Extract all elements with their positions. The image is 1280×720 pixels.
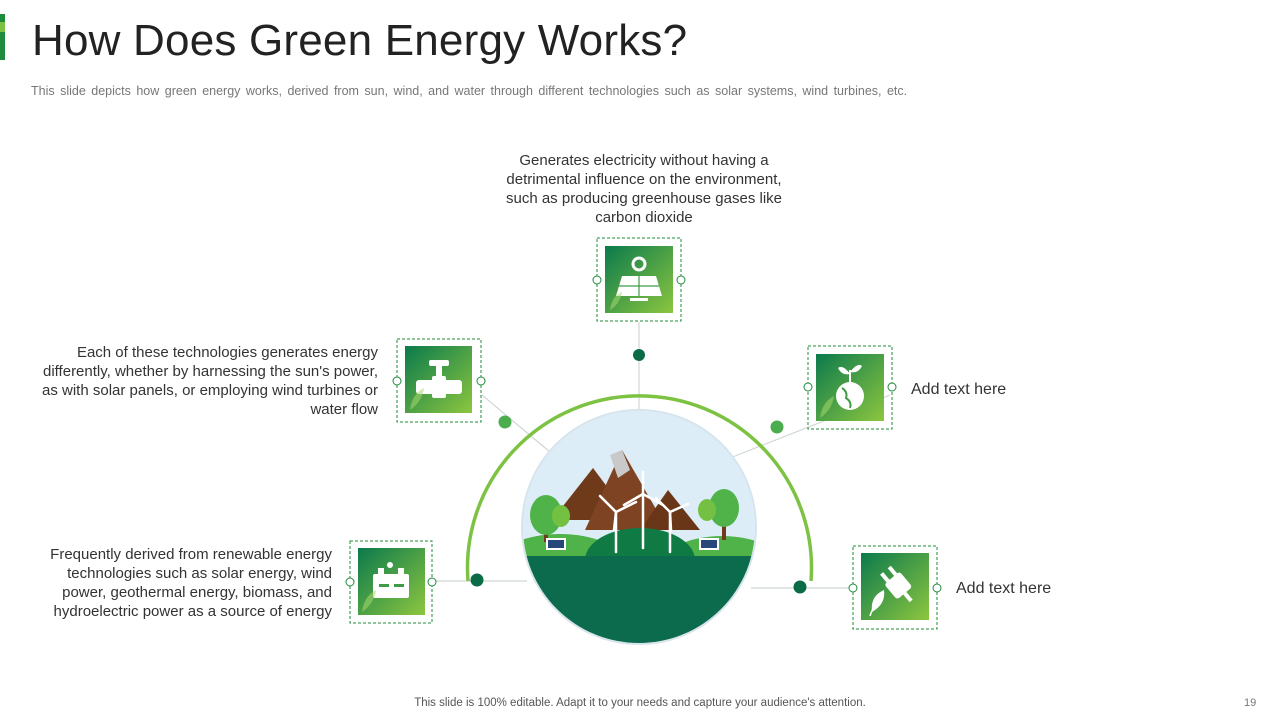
text-left-upper-description: Each of these technologies generates ene…	[42, 344, 378, 418]
text-top-description: Generates electricity without having a d…	[505, 152, 782, 226]
text-left-lower-description: Frequently derived from renewable energy…	[50, 546, 332, 620]
text-right-upper-placeholder[interactable]: Add text here	[911, 381, 1007, 398]
title-accent-bar	[0, 14, 5, 60]
text-right-lower-placeholder[interactable]: Add text here	[956, 580, 1052, 597]
solar-panel-gear-icon	[592, 237, 686, 322]
footer-note: This slide is 100% editable. Adapt it to…	[414, 697, 866, 709]
eco-globe-icon	[803, 345, 897, 430]
page-number: 19	[1244, 697, 1257, 709]
center-landscape-illustration	[521, 409, 757, 645]
water-pipe-valve-icon	[392, 338, 486, 423]
page-subtitle: This slide depicts how green energy work…	[31, 84, 908, 98]
arc-nodes	[470, 349, 807, 594]
outer-arc	[465, 394, 814, 582]
page-title: How Does Green Energy Works?	[32, 16, 688, 65]
eco-plug-icon	[848, 545, 942, 630]
battery-icon	[345, 540, 437, 624]
